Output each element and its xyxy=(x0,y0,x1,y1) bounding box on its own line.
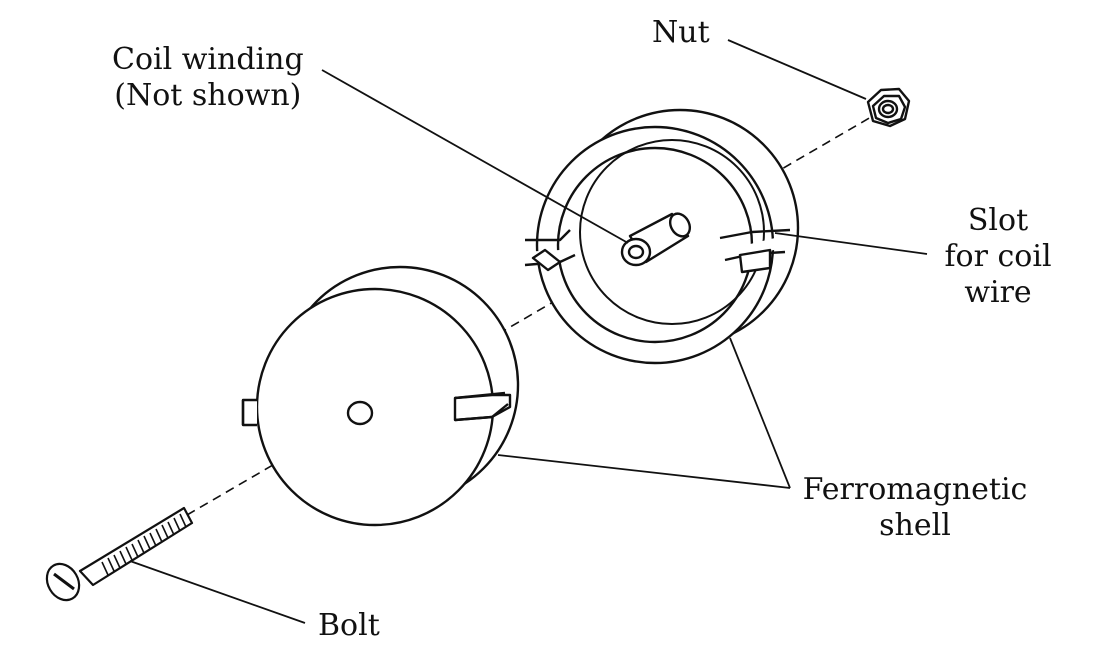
leader-lines xyxy=(129,39,928,624)
label-coil-winding-line2: (Not shown) xyxy=(114,78,302,113)
leader-line-nut xyxy=(727,39,867,100)
label-slot-line1: Slot xyxy=(967,203,1029,238)
ferromagnetic-shell-half-rear xyxy=(520,108,800,365)
label-bolt: Bolt xyxy=(318,608,380,643)
label-ferromagnetic-shell: Ferromagnetic shell xyxy=(795,472,1035,544)
label-coil-winding: Coil winding (Not shown) xyxy=(112,42,304,114)
leader-line-shell-rear xyxy=(729,337,791,489)
nut xyxy=(866,87,911,128)
leader-line-coil-winding xyxy=(321,69,629,244)
ferromagnetic-shell-half-front xyxy=(241,265,520,527)
leader-line-bolt xyxy=(129,560,306,624)
label-coil-winding-line1: Coil winding xyxy=(112,42,304,77)
label-slot-for-coil-wire: Slot for coil wire xyxy=(918,203,1078,311)
label-slot-line2: for coil xyxy=(944,239,1052,274)
leader-line-slot xyxy=(774,232,928,255)
label-nut: Nut xyxy=(652,15,710,50)
label-ferro-line2: shell xyxy=(879,508,951,543)
bolt xyxy=(45,506,194,602)
leader-line-shell-front xyxy=(497,454,791,489)
label-ferro-line1: Ferromagnetic xyxy=(802,472,1028,507)
label-slot-line3: wire xyxy=(964,275,1032,310)
